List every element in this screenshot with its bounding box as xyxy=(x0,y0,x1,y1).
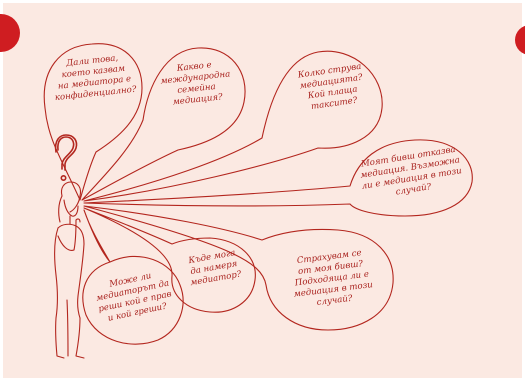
background-panel xyxy=(3,3,522,378)
red-dot-right-decoration xyxy=(515,25,525,55)
speech-bubble-international xyxy=(81,47,246,201)
speech-bubble-confidentiality xyxy=(43,43,143,201)
speech-bubble-refusal xyxy=(83,139,473,217)
speech-bubble-fear xyxy=(83,205,394,331)
thinking-person-illustration xyxy=(54,181,85,359)
red-dot-left-decoration xyxy=(0,14,20,52)
question-mark-icon xyxy=(54,134,78,182)
speech-bubble-judge xyxy=(82,209,184,345)
speech-bubble-cost xyxy=(83,50,383,202)
